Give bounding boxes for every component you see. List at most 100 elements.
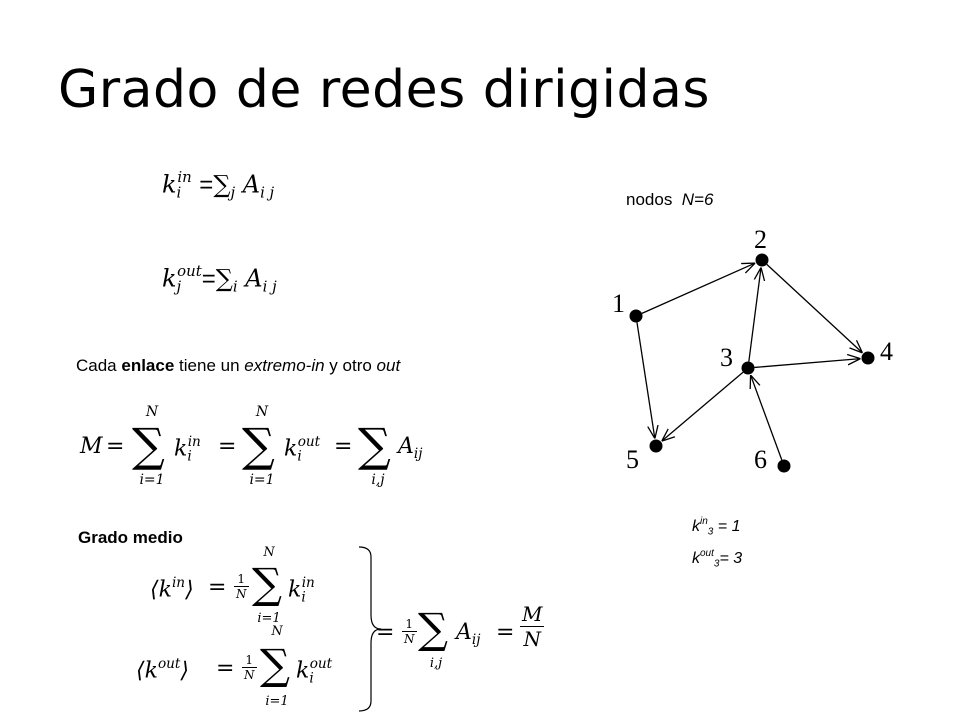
kout-def-A: A bbox=[245, 264, 263, 293]
kout3-rest: = 3 bbox=[719, 550, 743, 567]
avg-kin-sigma: ∑ bbox=[252, 559, 282, 608]
avg-kin-rhs-i: i bbox=[301, 589, 306, 606]
m-sum3-lower: i,j bbox=[371, 472, 385, 488]
m-Aij: Aij bbox=[398, 434, 422, 462]
sentence-italic1: extremo-in bbox=[244, 356, 325, 375]
m-kout-i: i bbox=[297, 448, 302, 465]
m-equation: M = N ∑ i=1 kiin = N ∑ i=1 kiout = ∑ i,j… bbox=[80, 400, 450, 495]
m-kin-i: i bbox=[187, 448, 192, 465]
avg-kin-frac-den: N bbox=[236, 587, 247, 601]
nodes-value: N=6 bbox=[681, 190, 714, 209]
graph-node-label-4: 4 bbox=[880, 337, 893, 366]
kout-def-eq: = bbox=[201, 265, 216, 293]
right-brace bbox=[358, 546, 382, 712]
graph-node-5 bbox=[649, 439, 663, 453]
nodes-count: nodos N=6 bbox=[626, 190, 713, 210]
graph-edge-3-2 bbox=[748, 267, 761, 362]
m-kout: kiout bbox=[284, 434, 320, 464]
kout3-note: kout3= 3 bbox=[692, 548, 742, 570]
combined-frac-den: N bbox=[404, 632, 415, 646]
avg-kout-sum-upper: N bbox=[271, 624, 283, 639]
graph-node-label-6: 6 bbox=[754, 445, 767, 474]
m-kin-in: in bbox=[187, 434, 201, 450]
m-over-n-num: M bbox=[520, 602, 545, 627]
kin-definition: kiin =∑j Ai j bbox=[162, 168, 274, 202]
combined-A-ij: ij bbox=[471, 631, 481, 648]
m-eq-3: = bbox=[334, 434, 353, 459]
avg-kout-frac-num: 1 bbox=[242, 653, 257, 668]
directed-graph: 1 2 3 4 5 6 bbox=[612, 225, 893, 474]
avg-kout-out: out bbox=[157, 656, 181, 672]
avg-kin-in: in bbox=[171, 575, 186, 591]
avg-kin-sum-upper: N bbox=[263, 545, 275, 560]
kout-def-j: j bbox=[176, 277, 182, 296]
m-kin-k: k bbox=[174, 436, 188, 462]
m-kin: kiin bbox=[174, 434, 201, 464]
kin-def-A: A bbox=[242, 170, 261, 199]
graph-edge-2-4 bbox=[766, 263, 863, 352]
kout3-sub: 3 bbox=[713, 558, 720, 570]
graph-edge-6-3 bbox=[751, 375, 783, 461]
combined-eq-1: = bbox=[376, 620, 395, 645]
avg-kout-frac-den: N bbox=[244, 668, 255, 682]
m-sum1-lower: i=1 bbox=[139, 472, 165, 488]
m-eq-2: = bbox=[218, 434, 237, 459]
combined-sum-lower: i,j bbox=[429, 656, 443, 671]
m-eq-1: = bbox=[106, 434, 125, 459]
kin3-rest: = 1 bbox=[713, 518, 741, 535]
avg-kout-eq: = bbox=[216, 656, 235, 681]
m-over-n-den: N bbox=[523, 627, 541, 651]
avg-kin-rhs-in: in bbox=[301, 575, 315, 591]
combined-eq-2: = bbox=[496, 620, 515, 645]
m-A-ij: ij bbox=[413, 445, 423, 462]
kout-def-ij: i j bbox=[262, 277, 277, 296]
graph-edge-1-5 bbox=[636, 322, 655, 438]
m-sum2-upper: N bbox=[255, 404, 269, 420]
graph-edge-1-2 bbox=[641, 263, 755, 314]
kin-def-ij: i j bbox=[260, 183, 275, 202]
avg-kin-sum-lower: i=1 bbox=[257, 611, 281, 626]
graph-node-label-5: 5 bbox=[626, 445, 639, 474]
m-kout-out: out bbox=[297, 434, 321, 450]
kin-def-eq: = bbox=[199, 171, 214, 199]
avg-kout-rhs-i: i bbox=[309, 670, 314, 687]
nodes-label: nodos bbox=[626, 190, 673, 209]
graph-node-label-2: 2 bbox=[754, 225, 767, 254]
slide-title: Grado de redes dirigidas bbox=[58, 60, 710, 120]
graph-node-label-1: 1 bbox=[612, 289, 625, 318]
kin-def-i: i bbox=[176, 183, 182, 202]
enlace-sentence: Cada enlace tiene un extremo-in y otro o… bbox=[76, 356, 400, 376]
combined-Aij: Aij bbox=[456, 620, 480, 648]
m-sum2-lower: i=1 bbox=[249, 472, 275, 488]
kout3-sup: out bbox=[700, 548, 714, 559]
combined-sigma: ∑ bbox=[418, 604, 448, 653]
sentence-italic2: out bbox=[376, 356, 401, 375]
graph-node-label-3: 3 bbox=[720, 343, 733, 372]
avg-kout-sigma: ∑ bbox=[260, 640, 290, 689]
kout3-k: k bbox=[692, 550, 700, 567]
avg-kin-lhs: ⟨kin⟩ bbox=[150, 575, 194, 603]
m-symbol: M bbox=[80, 434, 103, 459]
avg-kin-eq: = bbox=[208, 575, 227, 600]
kout-def-out: out bbox=[177, 262, 202, 280]
grado-medio-label: Grado medio bbox=[78, 528, 183, 547]
m-A: A bbox=[398, 434, 414, 459]
kin3-sup: in bbox=[700, 516, 708, 527]
avg-kin-rhs-k: k bbox=[288, 577, 302, 603]
kin-def-j: j bbox=[230, 183, 236, 202]
avg-kout-rhs-k: k bbox=[296, 658, 310, 684]
graph-node-1 bbox=[629, 309, 643, 323]
avg-kout-rhs: kiout bbox=[296, 656, 332, 686]
avg-kout-sum-lower: i=1 bbox=[265, 694, 289, 709]
kin3-sub: 3 bbox=[707, 526, 714, 538]
m-kout-k: k bbox=[284, 436, 298, 462]
avg-kout-lhs: ⟨kout⟩ bbox=[136, 656, 189, 684]
avg-kout-k: k bbox=[144, 658, 158, 684]
graph-edge-3-5 bbox=[662, 371, 744, 441]
avg-kin-rhs: kiin bbox=[288, 575, 315, 605]
kin3-k: k bbox=[692, 518, 700, 535]
kin-def-k: k bbox=[162, 170, 177, 199]
